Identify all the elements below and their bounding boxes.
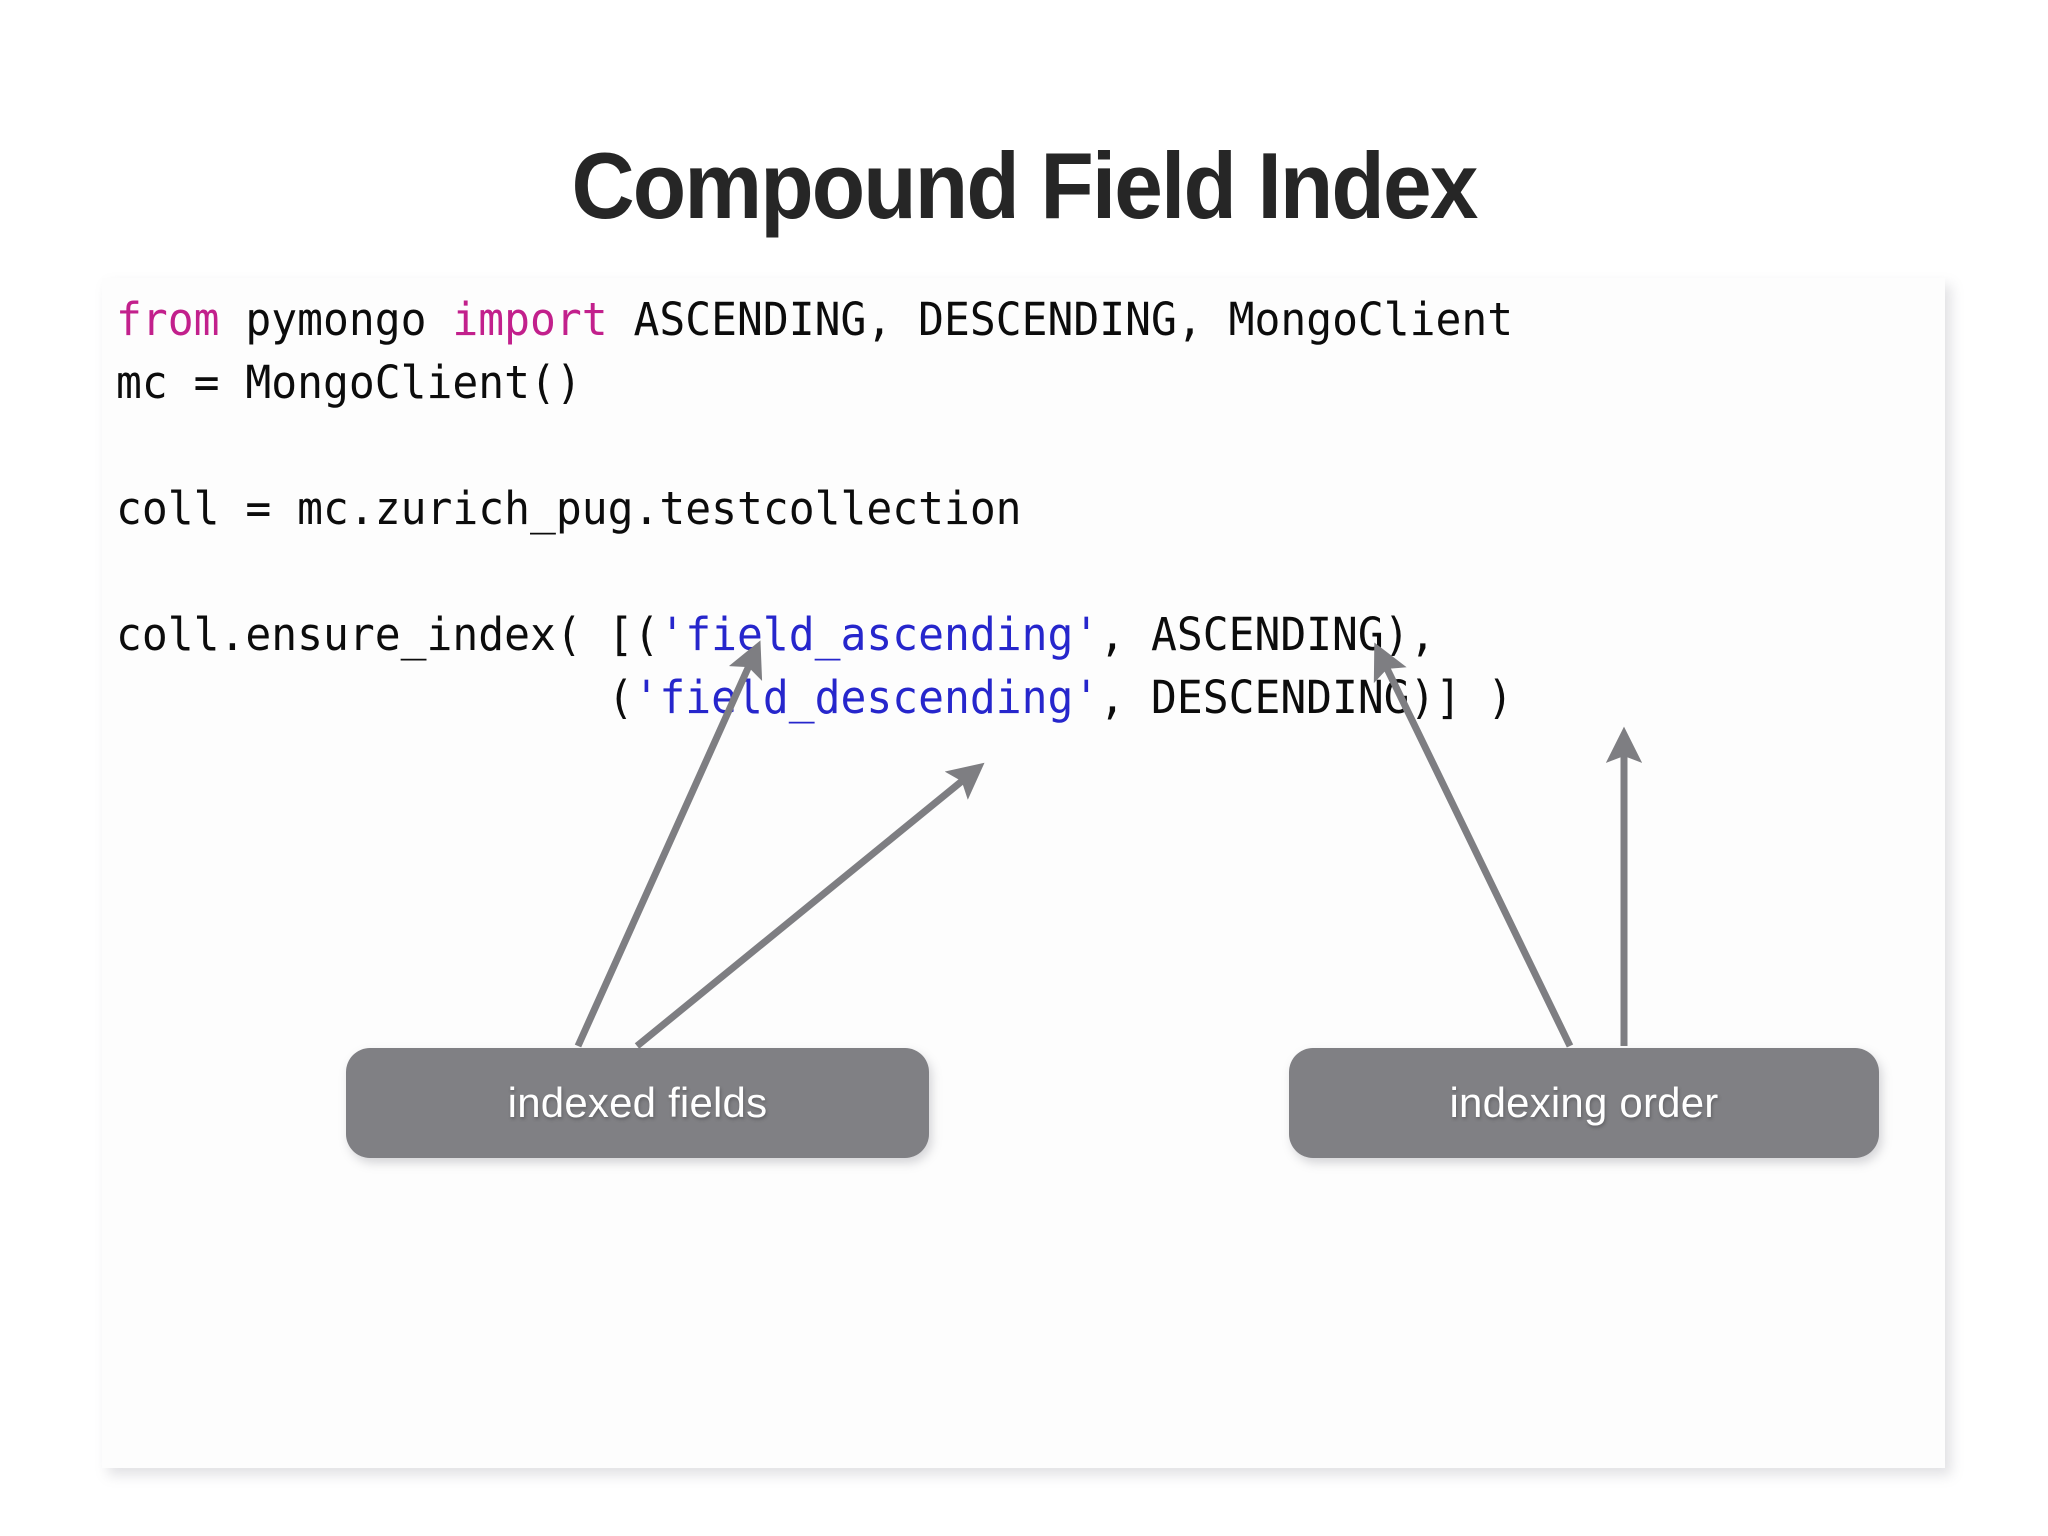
code-token-default: pymongo bbox=[219, 293, 453, 346]
code-token-keyword: from bbox=[116, 293, 220, 346]
callout-indexing-order-label: indexing order bbox=[1449, 1079, 1719, 1126]
callout-indexing-order[interactable]: indexing order bbox=[1289, 1048, 1879, 1158]
code-token-default: coll = mc.zurich_pug.testcollection bbox=[116, 482, 1022, 535]
code-token-keyword: import bbox=[452, 293, 608, 346]
callout-indexed-fields-label: indexed fields bbox=[507, 1079, 768, 1126]
code-token-default: ( bbox=[116, 671, 634, 724]
code-card: from pymongo import ASCENDING, DESCENDIN… bbox=[102, 278, 1945, 1468]
code-token-default: mc = MongoClient() bbox=[116, 356, 582, 409]
code-token-string: 'field_ascending' bbox=[659, 608, 1100, 661]
code-token-default: , DESCENDING)] ) bbox=[1099, 671, 1514, 724]
code-token-string: 'field_descending' bbox=[633, 671, 1100, 724]
code-token-default: ASCENDING, DESCENDING, MongoClient bbox=[607, 293, 1514, 346]
page-title: Compound Field Index bbox=[571, 133, 1479, 238]
callout-indexed-fields[interactable]: indexed fields bbox=[346, 1048, 929, 1158]
code-token-default: , ASCENDING), bbox=[1099, 608, 1436, 661]
code-block: from pymongo import ASCENDING, DESCENDIN… bbox=[116, 288, 1513, 729]
code-token-default: coll.ensure_index( [( bbox=[116, 608, 660, 661]
